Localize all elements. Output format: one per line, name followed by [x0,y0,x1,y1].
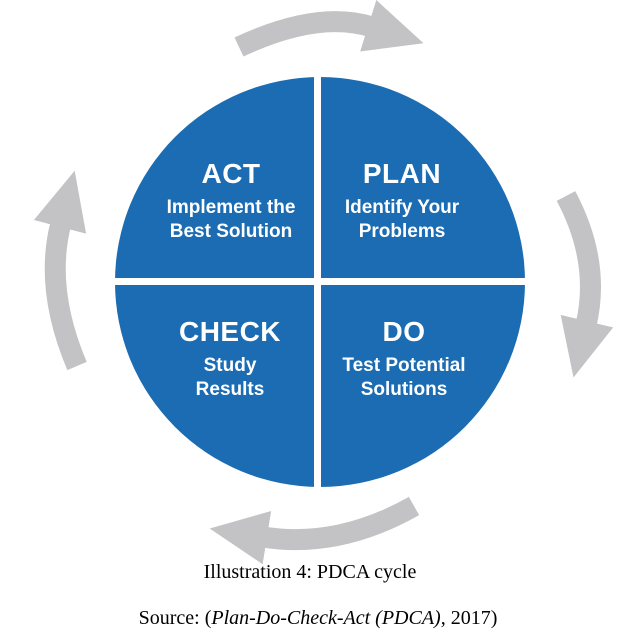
clockwise-arrow-top-icon [234,0,424,57]
figure-source: Source: (Plan-Do-Check-Act (PDCA), 2017) [0,605,636,631]
figure-source-reference: Plan-Do-Check-Act (PDCA) [211,607,441,629]
clockwise-arrow-right-icon [556,191,614,378]
quadrant-divider-vertical [314,72,321,492]
clockwise-arrow-left-icon [33,170,87,371]
figure-source-suffix: , 2017) [440,607,498,629]
figure-source-prefix: Source: ( [138,607,212,629]
figure-caption: Illustration 4: PDCA cycle [203,561,417,583]
clockwise-arrow-bottom-icon [209,496,420,565]
